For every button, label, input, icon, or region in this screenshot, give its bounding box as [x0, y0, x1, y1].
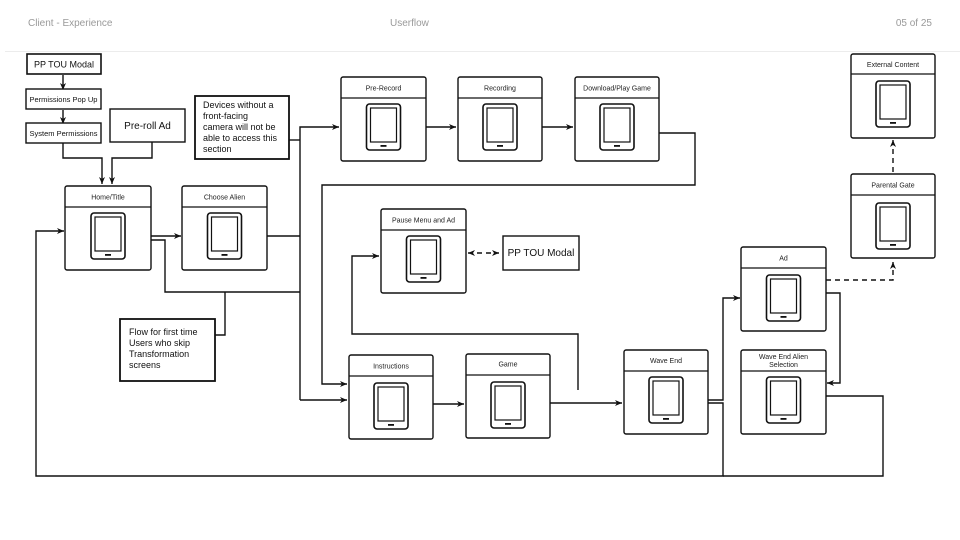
screen-instructions[interactable]: Instructions: [348, 354, 434, 440]
connector-game-pause: [351, 253, 579, 390]
note-devices-line1: Devices without a: [203, 100, 274, 110]
screen-home-title[interactable]: Home/Title: [64, 185, 152, 271]
box-pp-tou-top-label: PP TOU Modal: [34, 60, 94, 70]
header-divider: [5, 51, 960, 52]
screen-wave-end-alien-selection[interactable]: Wave End Alien Selection: [740, 349, 827, 435]
screen-home-title-label: Home/Title: [91, 195, 125, 202]
screen-wave-end-label: Wave End: [650, 358, 682, 365]
connector-flownote: [215, 292, 226, 336]
box-system-permissions[interactable]: System Permissions: [25, 122, 102, 144]
box-pp-tou-mid-label: PP TOU Modal: [508, 248, 575, 259]
screen-pause-menu-ad[interactable]: Pause Menu and Ad: [380, 208, 467, 294]
box-permissions-popup-label: Permissions Pop Up: [30, 95, 98, 104]
screen-wave-end-alien-label-2: Selection: [769, 362, 798, 369]
note-flow-line3: Transformation: [129, 349, 189, 359]
screen-wave-end[interactable]: Wave End: [623, 349, 709, 435]
screen-pre-record-label: Pre-Record: [366, 86, 402, 93]
connector-ad-alienselect: [826, 292, 841, 386]
connector-alienselect-bottom: [723, 395, 884, 477]
note-devices-line5: section: [203, 144, 232, 154]
screen-pause-menu-label: Pause Menu and Ad: [392, 218, 455, 225]
screen-download-play-label: Download/Play Game: [583, 86, 651, 93]
screen-ad-label: Ad: [779, 256, 788, 263]
screen-external-content-label: External Content: [867, 62, 919, 69]
screen-choose-alien-label: Choose Alien: [204, 195, 245, 202]
screen-game[interactable]: Game: [465, 353, 551, 439]
connectors: [35, 75, 884, 477]
note-devices-line4: able to access this: [203, 133, 278, 143]
screen-choose-alien[interactable]: Choose Alien: [181, 185, 268, 271]
connector-preroll-home: [109, 142, 153, 184]
screen-pre-record[interactable]: Pre-Record: [340, 76, 427, 162]
box-preroll-ad-label: Pre-roll Ad: [124, 121, 171, 132]
note-devices: Devices without a front-facing camera wi…: [194, 95, 290, 160]
note-flow-line1: Flow for first time: [129, 327, 198, 337]
screen-download-play-game[interactable]: Download/Play Game: [574, 76, 660, 162]
connector-download-instructions: [321, 132, 696, 387]
header-section-title: Userflow: [390, 18, 429, 29]
header-client-title: Client - Experience: [28, 18, 113, 29]
screen-recording[interactable]: Recording: [457, 76, 543, 162]
connector-trunk-prerecord: [299, 124, 339, 400]
connector-ad-parentalgate: [826, 262, 896, 281]
connector-waveend-home: [35, 228, 724, 477]
note-flow-line4: screens: [129, 360, 161, 370]
connector-home-firsttime: [151, 239, 300, 293]
screen-parental-gate-label: Parental Gate: [871, 183, 914, 190]
note-first-time-flow: Flow for first time Users who skip Trans…: [119, 318, 216, 382]
note-flow-line2: Users who skip: [129, 338, 190, 348]
box-permissions-popup[interactable]: Permissions Pop Up: [25, 88, 102, 110]
box-pp-tou-top[interactable]: PP TOU Modal: [26, 53, 102, 75]
page-number: 05 of 25: [895, 18, 932, 29]
screen-game-label: Game: [498, 362, 517, 369]
screen-recording-label: Recording: [484, 86, 516, 93]
note-devices-line3: camera will not be: [203, 122, 276, 132]
box-system-permissions-label: System Permissions: [30, 129, 98, 138]
box-preroll-ad[interactable]: Pre-roll Ad: [109, 108, 186, 143]
screen-parental-gate[interactable]: Parental Gate: [850, 173, 936, 259]
connector-system-home: [62, 142, 105, 184]
dashed-connectors: [468, 140, 896, 281]
connector-waveend-ad: [708, 295, 740, 401]
box-pp-tou-mid[interactable]: PP TOU Modal: [502, 235, 580, 271]
screen-external-content[interactable]: External Content: [850, 53, 936, 139]
screen-ad[interactable]: Ad: [740, 246, 827, 332]
note-devices-line2: front-facing: [203, 111, 248, 121]
screen-wave-end-alien-label-1: Wave End Alien: [759, 354, 808, 361]
screen-instructions-label: Instructions: [373, 364, 409, 371]
